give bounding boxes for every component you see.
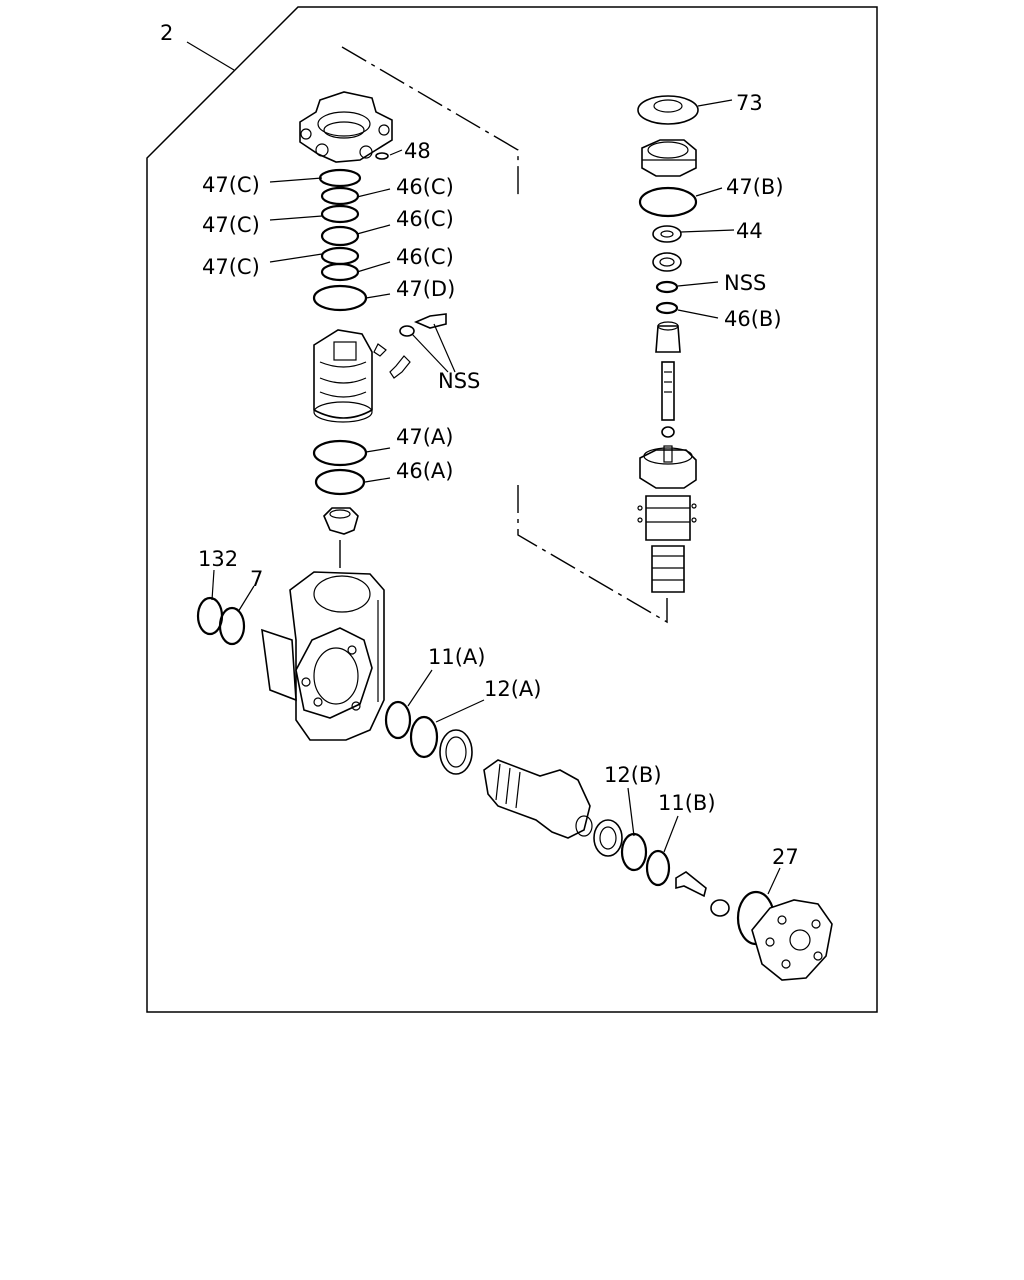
seal-47d-part bbox=[312, 284, 368, 312]
nss-bolt-part bbox=[373, 313, 447, 379]
leader-nss-right bbox=[677, 281, 719, 287]
seal-47b-part bbox=[638, 186, 698, 218]
input-shaft-part bbox=[655, 321, 681, 438]
washer-48-part bbox=[375, 152, 389, 160]
leader-2 bbox=[186, 41, 235, 71]
gear-housing-part bbox=[261, 571, 385, 741]
leader-11a bbox=[407, 669, 433, 707]
seal-11a-part bbox=[384, 700, 412, 740]
bearing-44-part bbox=[652, 225, 682, 243]
seal-12b-part bbox=[620, 832, 648, 872]
leader-27 bbox=[767, 867, 781, 895]
seal-46c-2-part bbox=[320, 225, 360, 247]
leader-nss-left-1 bbox=[411, 333, 449, 373]
thrust-washer-73-part bbox=[637, 95, 699, 125]
callout-2: 2 bbox=[160, 21, 173, 45]
valve-body-part bbox=[313, 329, 373, 423]
callout-47a: 47(A) bbox=[396, 425, 453, 449]
callout-11a: 11(A) bbox=[428, 645, 485, 669]
seal-46b-part bbox=[655, 301, 679, 315]
callout-46a: 46(A) bbox=[396, 459, 453, 483]
seal-47a-part bbox=[312, 439, 368, 467]
leader-11b bbox=[663, 815, 679, 853]
adapter-part bbox=[323, 507, 359, 535]
adjusting-screw-part bbox=[675, 871, 730, 917]
seal-47c-3-part bbox=[320, 246, 360, 266]
side-cover-part bbox=[751, 899, 833, 981]
top-cover-part bbox=[299, 91, 393, 163]
leader-47c-3 bbox=[269, 253, 323, 263]
seal-12a-part bbox=[409, 715, 439, 759]
callout-48: 48 bbox=[404, 139, 431, 163]
callout-27: 27 bbox=[772, 845, 799, 869]
callout-46c-2: 46(C) bbox=[396, 207, 454, 231]
leader-47d bbox=[365, 293, 391, 299]
callout-44: 44 bbox=[736, 219, 763, 243]
callout-12a: 12(A) bbox=[484, 677, 541, 701]
leader-12b bbox=[627, 787, 635, 837]
seal-46a-part bbox=[314, 468, 366, 496]
callout-132: 132 bbox=[198, 547, 238, 571]
seal-7-part bbox=[218, 606, 246, 646]
callout-11b: 11(B) bbox=[658, 791, 716, 815]
bearing-part bbox=[652, 252, 682, 272]
leader-47c-1 bbox=[269, 177, 323, 183]
subassembly-outline-lower bbox=[517, 485, 668, 624]
leader-47b bbox=[695, 187, 723, 197]
callout-nss-right: NSS bbox=[724, 271, 766, 295]
needle-bearing-part bbox=[439, 729, 473, 775]
leader-46c-1 bbox=[356, 188, 391, 198]
seal-47c-2-part bbox=[320, 204, 360, 224]
bearing-b-part bbox=[593, 819, 623, 857]
callout-47c-3: 47(C) bbox=[202, 255, 260, 279]
callout-47b: 47(B) bbox=[726, 175, 784, 199]
leader-44 bbox=[680, 229, 735, 233]
callout-47c-1: 47(C) bbox=[202, 173, 260, 197]
seal-11b-part bbox=[645, 849, 671, 887]
leader-12a bbox=[435, 699, 485, 723]
leader-73 bbox=[697, 99, 733, 107]
end-plug-part bbox=[641, 139, 697, 177]
leader-46c-2 bbox=[356, 224, 391, 235]
leader-46a bbox=[364, 477, 391, 483]
leader-7 bbox=[237, 585, 255, 613]
seal-47c-1-part bbox=[318, 168, 362, 188]
leader-46b bbox=[677, 309, 719, 319]
callout-46b: 46(B) bbox=[724, 307, 782, 331]
leader-nss-left-2 bbox=[433, 323, 456, 373]
seal-132-part bbox=[196, 596, 224, 636]
callout-nss-left: NSS bbox=[438, 369, 480, 393]
callout-73: 73 bbox=[736, 91, 763, 115]
leader-47a bbox=[365, 447, 391, 453]
diagram-frame bbox=[146, 6, 878, 1013]
callout-46c-3: 46(C) bbox=[396, 245, 454, 269]
subassembly-outline bbox=[341, 46, 519, 200]
callout-12b: 12(B) bbox=[604, 763, 662, 787]
leader-46c-3 bbox=[356, 261, 391, 273]
sector-shaft-part bbox=[483, 759, 593, 839]
seal-46c-3-part bbox=[320, 262, 360, 282]
seal-46c-1-part bbox=[320, 186, 360, 206]
nss-ring-part bbox=[655, 280, 679, 294]
callout-7: 7 bbox=[250, 567, 263, 591]
rotary-valve-part bbox=[637, 445, 697, 593]
leader-48 bbox=[389, 149, 403, 156]
callout-46c-1: 46(C) bbox=[396, 175, 454, 199]
leader-47c-2 bbox=[269, 215, 323, 221]
callout-47c-2: 47(C) bbox=[202, 213, 260, 237]
callout-47d: 47(D) bbox=[396, 277, 455, 301]
leader-132 bbox=[211, 569, 215, 601]
